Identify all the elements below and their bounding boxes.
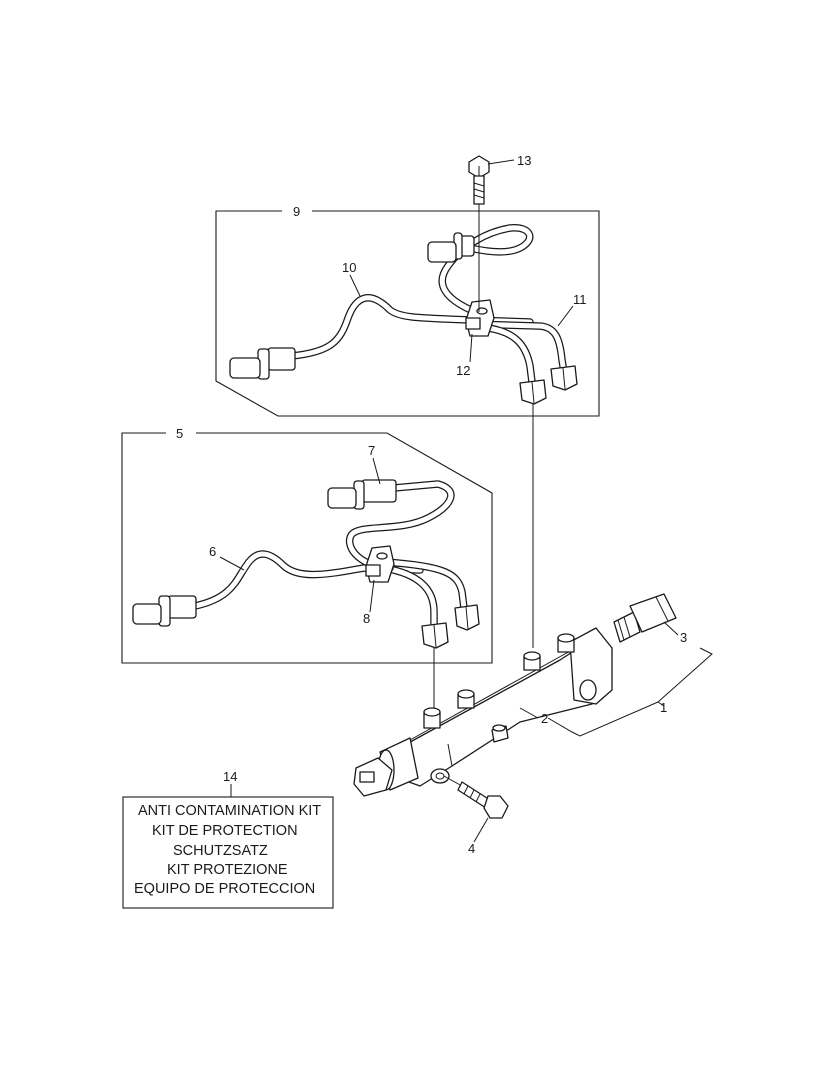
injector-pipe-7 [345, 480, 455, 572]
callout-2: 2 [541, 711, 548, 726]
pipe-nut-8 [421, 622, 449, 649]
pipe-end-fitting-7 [327, 479, 397, 510]
leader-lines [219, 159, 713, 843]
clamp-bolt-13 [468, 155, 490, 312]
injector-pipe-11 [466, 320, 568, 376]
pipe-clamp-8 [365, 545, 395, 583]
injector-pipe-5-right [380, 558, 468, 612]
callout-11: 11 [573, 292, 587, 307]
group-frame-5 [121, 432, 493, 664]
callout-4: 4 [468, 841, 475, 856]
callout-1: 1 [660, 700, 667, 715]
kit-line-french: KIT DE PROTECTION [152, 823, 298, 839]
callout-8: 8 [363, 611, 370, 626]
injector-pipe-10 [288, 294, 534, 360]
injector-pipe-8-main [380, 564, 438, 630]
injector-pipe-9-main [484, 324, 536, 386]
pressure-relief-valve-3 [613, 593, 677, 643]
mounting-bolt-4 [443, 775, 509, 819]
callout-14: 14 [223, 769, 237, 784]
callout-9: 9 [293, 204, 300, 219]
callout-5: 5 [176, 426, 183, 441]
kit-line-spanish: EQUIPO DE PROTECCION [134, 881, 315, 897]
kit-line-german: SCHUTZSATZ [173, 843, 268, 859]
injector-pipe-6 [191, 550, 424, 610]
pipe-nut-11 [550, 365, 578, 391]
kit-label-box: ANTI CONTAMINATION KIT KIT DE PROTECTION… [122, 796, 334, 909]
kit-line-italian: KIT PROTEZIONE [167, 862, 288, 878]
pipe-clamp-12 [465, 299, 495, 337]
callout-10: 10 [342, 260, 356, 275]
pipe-nut-5-right [454, 604, 480, 631]
callout-3: 3 [680, 630, 687, 645]
pipe-end-fitting-left-9 [229, 347, 296, 380]
kit-line-english: ANTI CONTAMINATION KIT [138, 803, 321, 819]
injector-pipe-9-loop [438, 224, 534, 320]
assembly-guide-lines [433, 404, 534, 708]
pipe-end-fitting-left-5 [132, 595, 197, 627]
callout-6: 6 [209, 544, 216, 559]
fuel-rail-2 [353, 627, 613, 797]
callout-7: 7 [368, 443, 375, 458]
pipe-end-fitting-top-9 [427, 232, 475, 263]
callout-13: 13 [517, 153, 531, 168]
callout-12: 12 [456, 363, 470, 378]
pipe-nut-9 [519, 379, 547, 405]
group-frame-9 [215, 210, 600, 417]
